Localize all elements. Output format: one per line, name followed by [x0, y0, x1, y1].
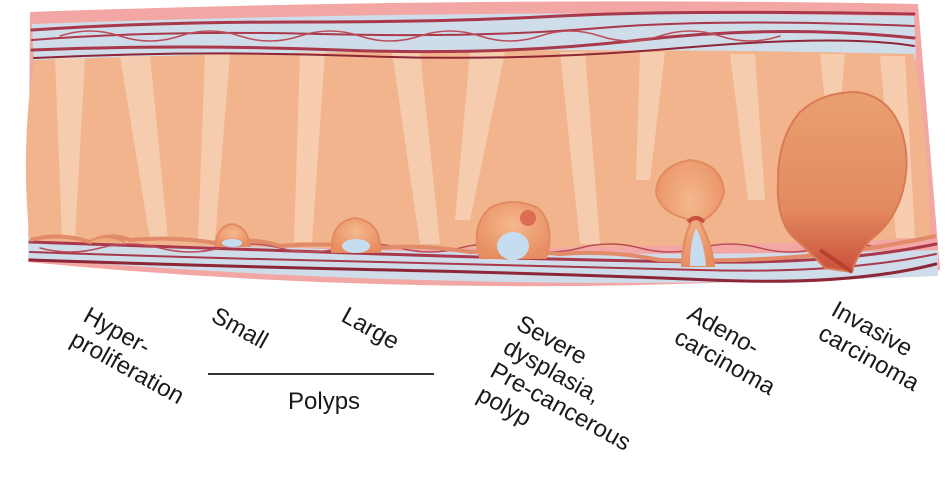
label-severe-dysplasia: Severe dysplasia, Pre-cancerous polyp — [473, 310, 662, 480]
colon-cross-section — [0, 0, 945, 310]
polyps-group-line — [208, 373, 434, 375]
label-hyperproliferation: Hyper- proliferation — [66, 302, 202, 410]
label-large-polyp: Large — [337, 302, 404, 355]
polyps-group-label: Polyps — [288, 388, 360, 416]
label-adenocarcinoma: Adeno- carcinoma — [670, 300, 793, 401]
severe-dysplasia-polyp — [477, 202, 550, 260]
label-invasive-carcinoma: Invasive carcinoma — [814, 296, 937, 397]
